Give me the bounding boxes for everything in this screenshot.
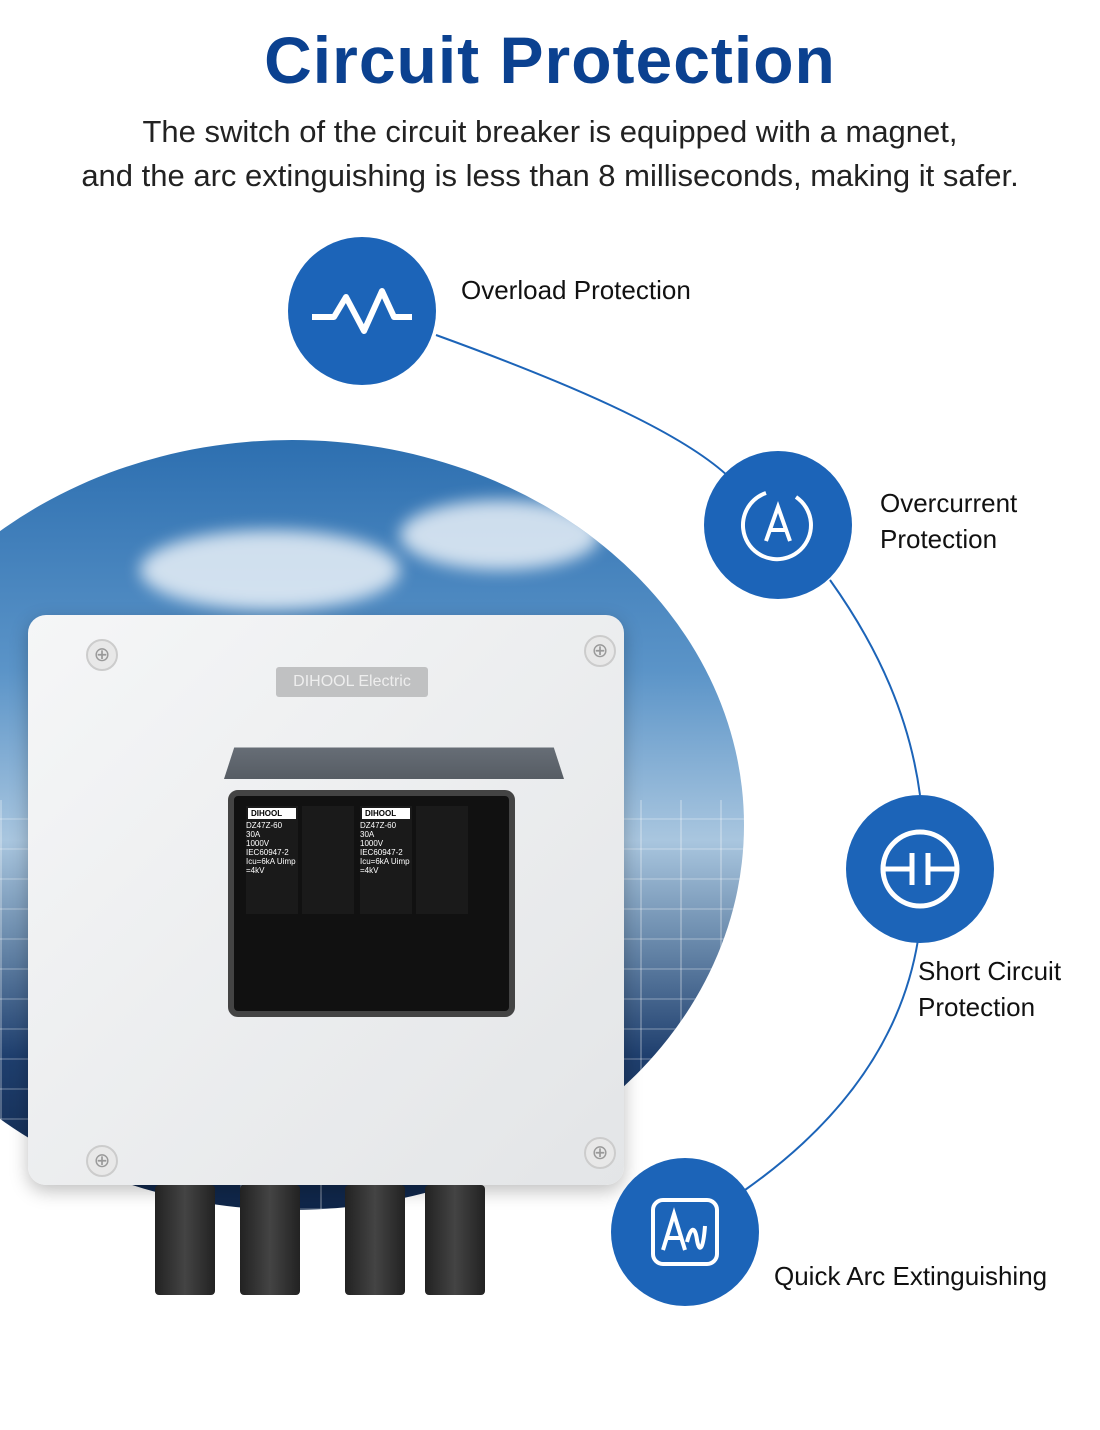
breaker-voltage: 1000V xyxy=(360,839,384,848)
breaker-window: DIHOOL DZ47Z-60 30A 1000V IEC60947-2 Icu… xyxy=(228,790,515,1017)
page-title: Circuit Protection xyxy=(264,23,836,97)
pulse-wave-icon xyxy=(288,237,436,385)
breaker-specs: Icu=6kA Uimp=4kV xyxy=(360,857,410,875)
breaker-brand: DIHOOL xyxy=(362,808,410,819)
screw-icon: ⊕ xyxy=(86,639,118,671)
mc4-connector xyxy=(240,1185,300,1295)
ampere-icon xyxy=(704,451,852,599)
subtitle: The switch of the circuit breaker is equ… xyxy=(20,110,1080,198)
arc-waveform-icon xyxy=(611,1158,759,1306)
screw-icon: ⊕ xyxy=(584,635,616,667)
label-line: Short Circuit xyxy=(918,956,1062,986)
breaker-rating: 30A xyxy=(360,830,375,839)
breaker-model: DZ47Z-60 xyxy=(360,821,397,830)
label-line: Protection xyxy=(880,524,998,554)
breaker-pole xyxy=(416,806,468,914)
mc4-connector xyxy=(345,1185,405,1295)
window-cover[interactable] xyxy=(224,747,564,779)
breaker-brand: DIHOOL xyxy=(248,808,296,819)
breaker-standard: IEC60947-2 xyxy=(246,848,289,857)
label-line: Overcurrent xyxy=(880,488,1018,518)
screw-icon: ⊕ xyxy=(584,1137,616,1169)
feature-label-short-circuit: Short Circuit Protection xyxy=(918,953,1061,1025)
breaker-model: DZ47Z-60 xyxy=(246,821,283,830)
breaker-pole xyxy=(302,806,354,914)
subtitle-line-1: The switch of the circuit breaker is equ… xyxy=(142,114,958,149)
combiner-box: ⊕ ⊕ ⊕ ⊕ DIHOOL Electric DIHOOL DZ47Z-60 … xyxy=(28,615,624,1185)
breaker: DIHOOL DZ47Z-60 30A 1000V IEC60947-2 Icu… xyxy=(246,806,298,914)
mc4-connector xyxy=(425,1185,485,1295)
breaker: DIHOOL DZ47Z-60 30A 1000V IEC60947-2 Icu… xyxy=(360,806,412,914)
capacitor-short-icon xyxy=(846,795,994,943)
label-line: Protection xyxy=(918,992,1036,1022)
feature-label-arc: Quick Arc Extinguishing xyxy=(774,1261,1048,1291)
breaker-specs: Icu=6kA Uimp=4kV xyxy=(246,857,296,875)
mc4-connector xyxy=(155,1185,215,1295)
brand-plate: DIHOOL Electric xyxy=(276,667,428,697)
breaker-standard: IEC60947-2 xyxy=(360,848,403,857)
breaker-rating: 30A xyxy=(246,830,261,839)
feature-label-overcurrent: Overcurrent Protection xyxy=(880,485,1017,557)
feature-label-overload: Overload Protection xyxy=(461,275,691,305)
breaker-voltage: 1000V xyxy=(246,839,270,848)
subtitle-line-2: and the arc extinguishing is less than 8… xyxy=(81,158,1019,193)
screw-icon: ⊕ xyxy=(86,1145,118,1177)
